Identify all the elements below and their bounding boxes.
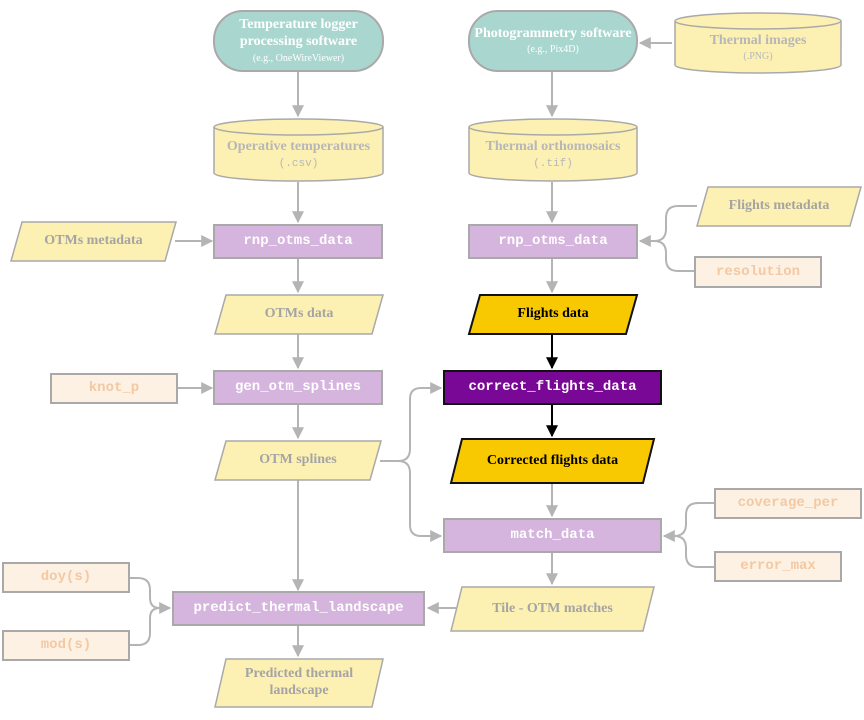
edge-flightsmeta-to-rnp-right (638, 205, 697, 247)
edge-errormax-to-match (664, 535, 714, 568)
doy-param: doy(s) (2, 562, 130, 593)
thermal-images-store: Thermal images (.PNG) (674, 12, 842, 74)
cylinder-shape (213, 118, 384, 182)
rnp-otms-data-right-label: rnp_otms_data (498, 233, 608, 250)
flights-metadata-label: Flights metadata (728, 198, 830, 214)
tile-otm-matches-label: Tile - OTM matches (492, 600, 613, 616)
otms-data-node: OTMs data (214, 294, 384, 335)
match-data-label: match_data (510, 527, 595, 544)
doy-param-label: doy(s) (40, 569, 92, 586)
flights-metadata-node: Flights metadata (696, 186, 862, 227)
edge-otmsplines-to-match (380, 460, 443, 542)
coverage-per-param-label: coverage_per (737, 495, 839, 512)
edge-coverage-to-match (662, 502, 714, 542)
rnp-otms-data-left-function: rnp_otms_data (213, 224, 383, 259)
predicted-thermal-landscape-label: Predicted thermal landscape (244, 666, 354, 698)
photogrammetry-software-subtitle: (e.g., Pix4D) (527, 44, 579, 56)
parallelogram-shape (467, 294, 639, 335)
parallelogram-shape (450, 586, 655, 632)
mod-param-label: mod(s) (40, 637, 92, 654)
parallelogram-shape (214, 294, 384, 335)
operative-temperatures-store: Operative temperatures (.csv) (213, 118, 384, 182)
parallelogram-shape (10, 221, 177, 262)
parallelogram-shape (696, 186, 862, 227)
otm-splines-label: OTM splines (259, 452, 337, 468)
operative-temperatures-title: Operative temperatures (226, 139, 371, 154)
correct-flights-data-label: correct_flights_data (468, 379, 637, 396)
rnp-otms-data-right-function: rnp_otms_data (468, 224, 638, 259)
mod-param: mod(s) (2, 630, 130, 661)
resolution-param: resolution (694, 256, 822, 288)
edge-otmsplines-to-correct (380, 382, 443, 462)
otms-metadata-label: OTMs metadata (44, 233, 143, 249)
correct-flights-data-function: correct_flights_data (443, 370, 662, 405)
rnp-otms-data-left-label: rnp_otms_data (243, 233, 353, 250)
gen-otm-splines-function: gen_otm_splines (213, 370, 383, 405)
parallelogram-shape (214, 658, 384, 708)
corrected-flights-data-label: Corrected flights data (486, 452, 619, 468)
knot-p-param-label: knot_p (88, 380, 140, 397)
temp-logger-software-title: Temperature logger processing software (239, 17, 358, 49)
thermal-orthomosaics-subtitle: (.tif) (533, 157, 573, 170)
flights-data-label: Flights data (517, 306, 589, 322)
corrected-flights-data-node: Corrected flights data (449, 438, 656, 484)
otm-splines-node: OTM splines (214, 440, 382, 481)
flights-data-node: Flights data (467, 294, 639, 335)
temp-logger-software-node: Temperature logger processing software (… (213, 10, 384, 72)
photogrammetry-software-node: Photogrammetry software (e.g., Pix4D) (468, 10, 638, 72)
edge-resolution-to-rnp-right (640, 240, 694, 272)
cylinder-shape (674, 12, 842, 74)
cylinder-shape (468, 118, 638, 182)
knot-p-param: knot_p (50, 373, 178, 404)
otms-data-label: OTMs data (264, 306, 334, 322)
thermal-images-subtitle: (.PNG) (743, 51, 773, 63)
match-data-function: match_data (443, 518, 662, 553)
edge-doy-to-predict (130, 577, 172, 614)
gen-otm-splines-label: gen_otm_splines (234, 379, 362, 396)
operative-temperatures-subtitle: (.csv) (278, 157, 319, 170)
thermal-orthomosaics-store: Thermal orthomosaics (.tif) (468, 118, 638, 182)
predicted-thermal-landscape-node: Predicted thermal landscape (214, 658, 384, 708)
photogrammetry-software-title: Photogrammetry software (474, 25, 632, 41)
error-max-param-label: error_max (740, 558, 816, 575)
thermal-images-title: Thermal images (709, 32, 807, 48)
predict-thermal-landscape-function: predict_thermal_landscape (172, 591, 425, 626)
error-max-param: error_max (714, 551, 842, 582)
parallelogram-shape (214, 440, 382, 481)
coverage-per-param: coverage_per (714, 488, 862, 519)
resolution-param-label: resolution (715, 263, 800, 280)
predict-thermal-landscape-label: predict_thermal_landscape (193, 600, 404, 617)
temp-logger-software-subtitle: (e.g., OneWireViewer) (252, 52, 345, 64)
otms-metadata-node: OTMs metadata (10, 221, 177, 262)
tile-otm-matches-node: Tile - OTM matches (450, 586, 655, 632)
parallelogram-shape (449, 438, 656, 484)
thermal-orthomosaics-title: Thermal orthomosaics (485, 139, 621, 154)
edge-mod-to-predict (130, 607, 170, 646)
